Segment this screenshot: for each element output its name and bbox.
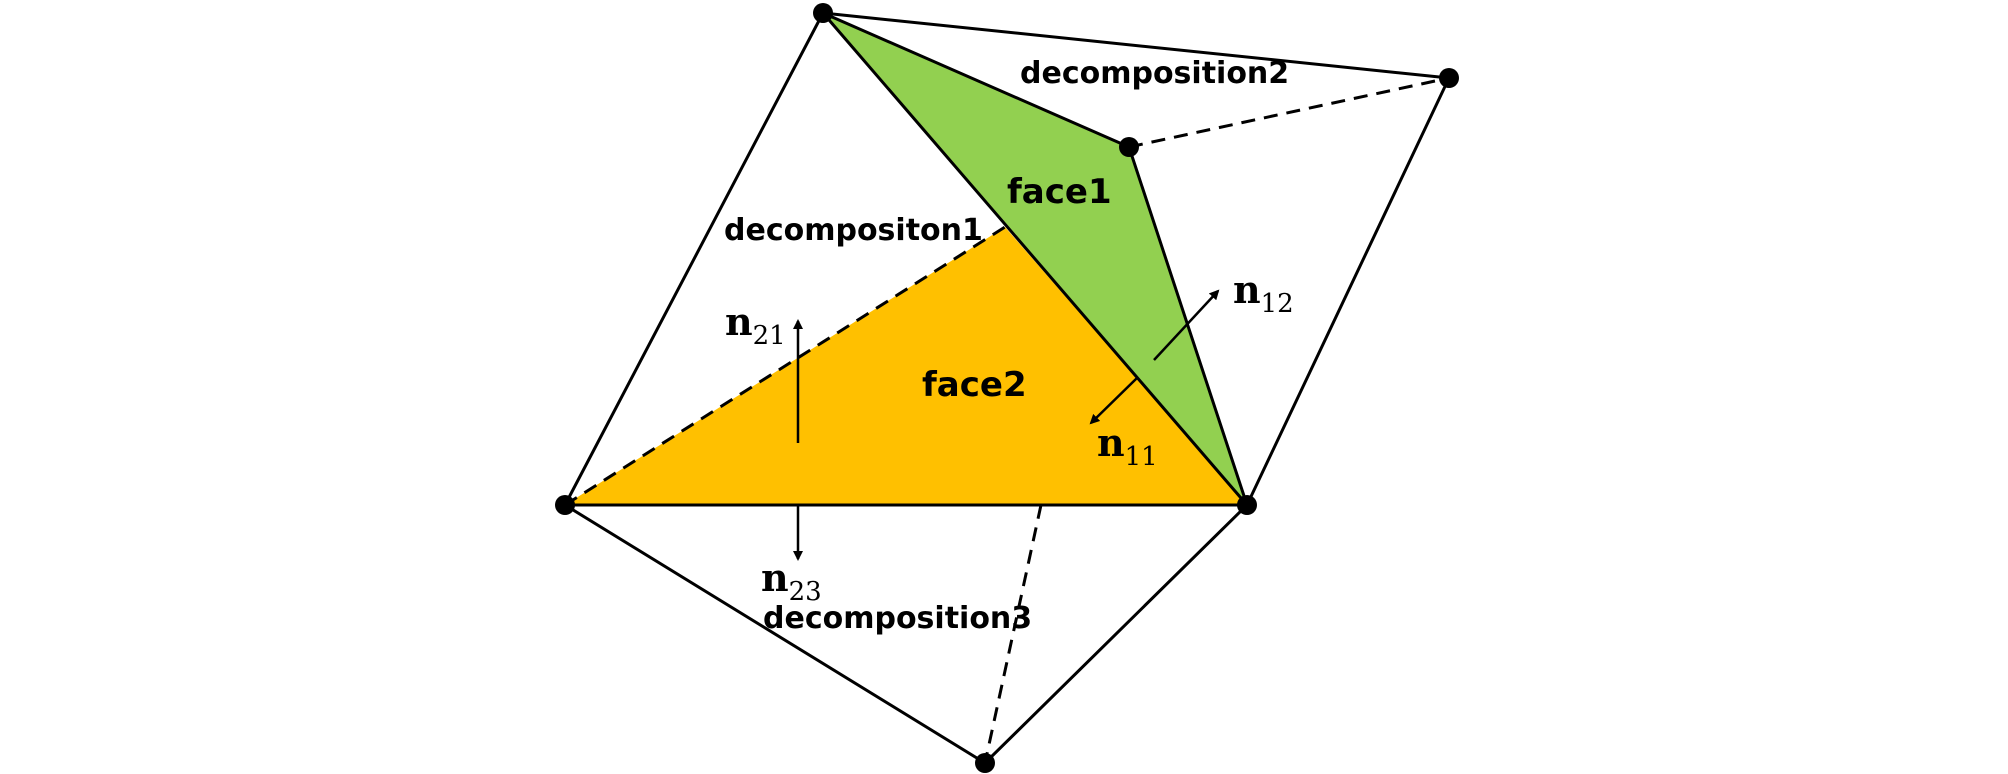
edge-face1-right	[1127, 145, 1249, 507]
face2-region	[565, 227, 1247, 505]
normal-label-n11: n11	[1097, 420, 1158, 472]
face1-label: face1	[1007, 172, 1112, 212]
decomposition2-label: decomposition2	[1020, 56, 1289, 91]
vertex-inner	[1119, 137, 1139, 157]
normal-arrow-n11	[1089, 377, 1138, 425]
normal-label-n21: n21	[725, 299, 786, 351]
vertex-top-right	[1439, 68, 1459, 88]
vertex-left	[555, 495, 575, 515]
normal-label-n12: n12	[1233, 267, 1294, 319]
vertex-right	[1237, 495, 1257, 515]
decomposition1-label: decompositon1	[724, 213, 983, 248]
edge-lower-left	[563, 503, 987, 765]
vertex-top	[813, 3, 833, 23]
decomposition3-label: decomposition3	[763, 601, 1032, 636]
edge-lower-right	[983, 503, 1249, 765]
vertex-bottom	[975, 753, 995, 773]
edge-top	[821, 11, 1451, 80]
edge-left-upper	[563, 11, 825, 507]
dashed-edge-decomposition3	[983, 504, 1043, 764]
normal-label-n23: n23	[761, 555, 822, 607]
edge-face1-top	[821, 11, 1131, 149]
face2-label: face2	[922, 365, 1027, 405]
dashed-edge-decomposition1	[564, 225, 1006, 507]
dashed-edge-decomposition2	[1128, 76, 1450, 149]
edge-right	[1245, 76, 1451, 507]
normal-arrow-n12	[1153, 289, 1220, 361]
edge-shared-diagonal	[821, 11, 1249, 507]
